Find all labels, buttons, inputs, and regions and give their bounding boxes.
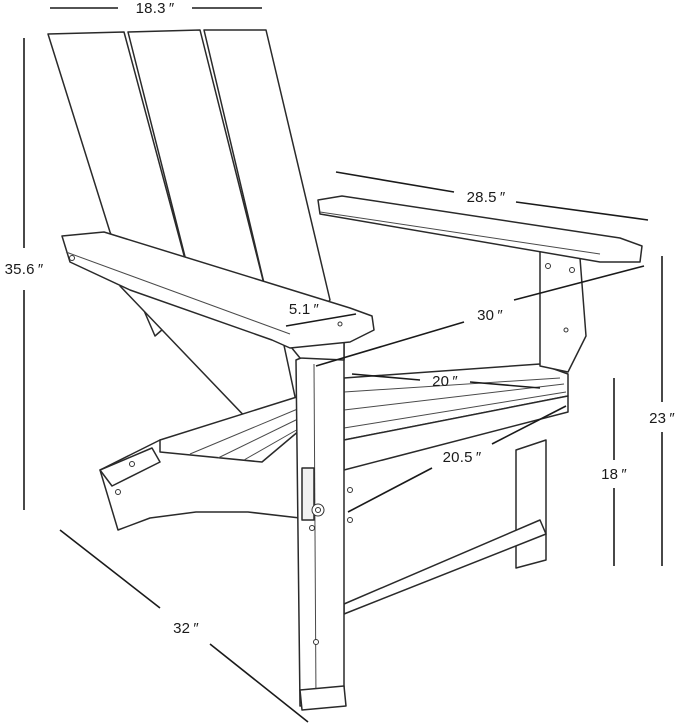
depth-line-bottom: [209, 643, 309, 723]
hinge-plate: [301, 467, 315, 521]
armrest-height-label: 23 ″: [649, 410, 675, 427]
hinge-hardware: [301, 467, 325, 521]
seat-front-line-3: [343, 391, 567, 429]
near-front-leg: [295, 339, 345, 707]
seat-depth-line-left: [351, 373, 421, 381]
seat-slat-back: [159, 395, 301, 463]
far-armrest: [317, 195, 643, 263]
overall-height-label: 35.6 ″: [5, 261, 44, 278]
overall-width-label: 18.3 ″: [136, 0, 175, 17]
near-leg-screw-2: [347, 517, 353, 523]
runner-foot: [99, 447, 161, 487]
dimension-labels: 18.3 ″ 35.6 ″ 28.5 ″ 5.1 ″ 30 ″ 20 ″ 20.…: [5, 0, 676, 637]
armrest-width-label: 5.1 ″: [289, 301, 320, 318]
armrest-length-label: 28.5 ″: [467, 189, 506, 206]
near-armrest-screw-2: [337, 321, 343, 327]
chair-drawing: [47, 29, 643, 711]
seat-width-line-left: [347, 467, 433, 513]
far-arm-screw-2: [569, 267, 575, 273]
seat-front-line-1: [343, 377, 561, 393]
near-armrest-screw-1: [69, 255, 75, 261]
overall-depth-label: 32 ″: [173, 620, 199, 637]
near-leg-edge: [313, 363, 317, 703]
seat-slat-line-2: [217, 417, 301, 459]
far-front-leg: [515, 439, 547, 569]
dimension-lines: [23, 7, 663, 723]
seat-width-line-right: [491, 405, 567, 445]
near-leg-screw-1: [347, 487, 353, 493]
seat-depth-line-right: [469, 381, 541, 389]
seat-height-label: 18 ″: [601, 466, 627, 483]
near-leg-foot: [299, 685, 347, 711]
seat-slat-line-1: [189, 407, 301, 455]
far-arm-screw-3: [563, 327, 569, 333]
chair-width-label: 30 ″: [477, 307, 503, 324]
near-leg-screw-3: [313, 639, 319, 645]
armrest-length-line-right: [515, 201, 649, 221]
chair-width-line-right: [513, 265, 645, 301]
near-leg-screw-4: [309, 525, 315, 531]
runner-screw-2: [129, 461, 135, 467]
seat-slat-line-3: [243, 427, 301, 461]
far-armrest-edge: [319, 211, 601, 255]
near-armrest: [61, 231, 375, 349]
chair-seat: [159, 363, 569, 471]
armrest-length-line-left: [335, 171, 455, 193]
near-armrest-edge: [65, 251, 291, 335]
far-arm-screw-1: [545, 263, 551, 269]
seat-width-label: 20.5 ″: [443, 449, 482, 466]
armrest-width-line: [285, 313, 357, 327]
seat-depth-label: 20 ″: [432, 373, 458, 390]
chair-width-line-left: [315, 321, 465, 367]
seat-front-line-2: [343, 383, 565, 411]
hinge-knob-inner: [315, 507, 321, 513]
runner-screw-1: [115, 489, 121, 495]
depth-line-top: [59, 529, 161, 609]
